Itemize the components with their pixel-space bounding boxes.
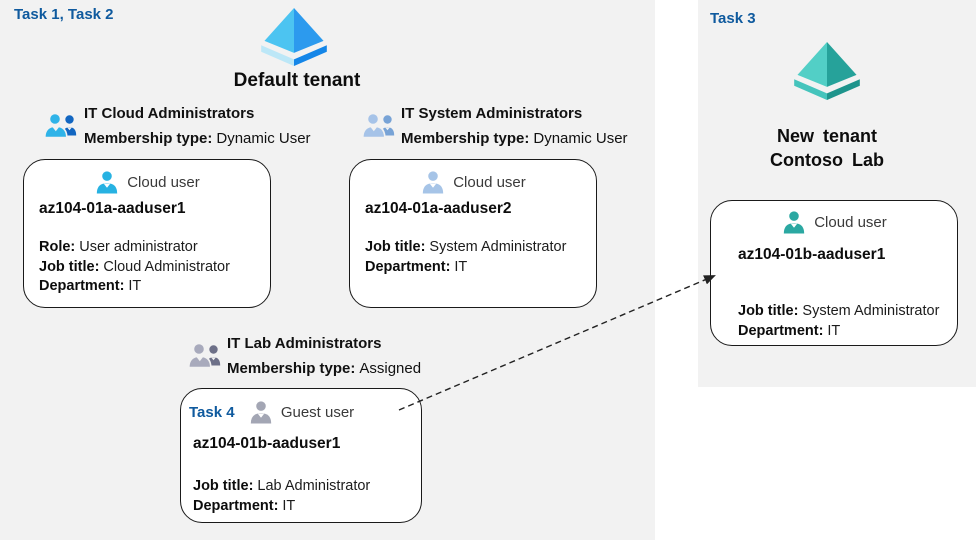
guest-user-icon bbox=[250, 401, 271, 424]
attr-row: Job title:System Administrator bbox=[738, 303, 940, 319]
user-name: az104-01b-aaduser1 bbox=[193, 435, 341, 452]
user-card-aaduser2: Cloud user az104-01a-aaduser2 Job title:… bbox=[349, 159, 597, 308]
card-header: Cloud user bbox=[24, 169, 270, 195]
attr-row: Department:IT bbox=[365, 258, 468, 275]
attr-row: Department:IT bbox=[193, 497, 296, 514]
new-tenant-title: New tenant Contoso Lab bbox=[727, 124, 927, 172]
group-people-icon bbox=[44, 112, 77, 139]
user-type-label: Guest user bbox=[280, 403, 355, 421]
group-it-lab-administrators: IT Lab Administrators Membership type:As… bbox=[227, 331, 421, 381]
group-membership: Membership type:Assigned bbox=[227, 360, 422, 377]
attr-row: Role:User administrator bbox=[39, 239, 198, 255]
user-type-label: Cloud user bbox=[814, 213, 887, 231]
attr-row: Job title:Lab Administrator bbox=[193, 478, 371, 494]
group-it-cloud-administrators: IT Cloud Administrators Membership type:… bbox=[84, 101, 311, 151]
task-3-label: Task 3 bbox=[710, 10, 756, 27]
group-membership: Membership type:Dynamic User bbox=[401, 130, 628, 147]
group-membership: Membership type:Dynamic User bbox=[84, 130, 311, 147]
attr-row: Job title:Cloud Administrator bbox=[39, 258, 230, 275]
azure-ad-icon-teal bbox=[794, 42, 860, 100]
group-name: IT Cloud Administrators bbox=[84, 105, 255, 122]
user-card-aaduser1: Cloud user az104-01a-aaduser1 Role:User … bbox=[23, 159, 271, 308]
card-header: Cloud user bbox=[350, 169, 596, 195]
cloud-user-icon bbox=[97, 171, 118, 194]
new-tenant-line2: Contoso Lab bbox=[770, 150, 884, 170]
card-header: Guest user bbox=[181, 399, 421, 425]
attr-row: Job title:System Administrator bbox=[365, 239, 567, 255]
task-4-label: Task 4 bbox=[189, 404, 235, 421]
user-attributes: Role:User administrator Job title:Cloud … bbox=[39, 238, 230, 297]
card-header: Cloud user bbox=[711, 209, 957, 235]
cloud-user-icon bbox=[423, 171, 444, 194]
attr-row: Department:IT bbox=[39, 278, 142, 294]
azure-ad-icon-blue bbox=[261, 8, 327, 66]
user-attributes: Job title:Lab Administrator Department:I… bbox=[193, 477, 370, 516]
user-name: az104-01a-aaduser1 bbox=[39, 200, 186, 217]
user-name: az104-01b-aaduser1 bbox=[738, 246, 886, 263]
group-name: IT Lab Administrators bbox=[227, 335, 382, 352]
user-name: az104-01a-aaduser2 bbox=[365, 200, 512, 217]
default-tenant-title: Default tenant bbox=[233, 70, 361, 91]
user-type-label: Cloud user bbox=[127, 173, 200, 191]
new-tenant-line1: New tenant bbox=[776, 126, 877, 146]
user-type-label: Cloud user bbox=[453, 173, 526, 191]
user-attributes: Job title:System Administrator Departmen… bbox=[365, 238, 566, 277]
cloud-user-icon bbox=[784, 211, 805, 234]
group-people-icon bbox=[362, 112, 395, 139]
group-people-icon bbox=[188, 342, 221, 369]
user-attributes: Job title:System Administrator Departmen… bbox=[738, 302, 939, 341]
task-1-2-label: Task 1, Task 2 bbox=[14, 6, 114, 23]
group-name: IT System Administrators bbox=[401, 105, 583, 122]
attr-row: Department:IT bbox=[738, 322, 841, 339]
new-tenant-user-card: Cloud user az104-01b-aaduser1 Job title:… bbox=[710, 200, 958, 346]
guest-user-card: Task 4 Guest user az104-01b-aaduser1 Job… bbox=[180, 388, 422, 523]
group-it-system-administrators: IT System Administrators Membership type… bbox=[401, 101, 628, 151]
